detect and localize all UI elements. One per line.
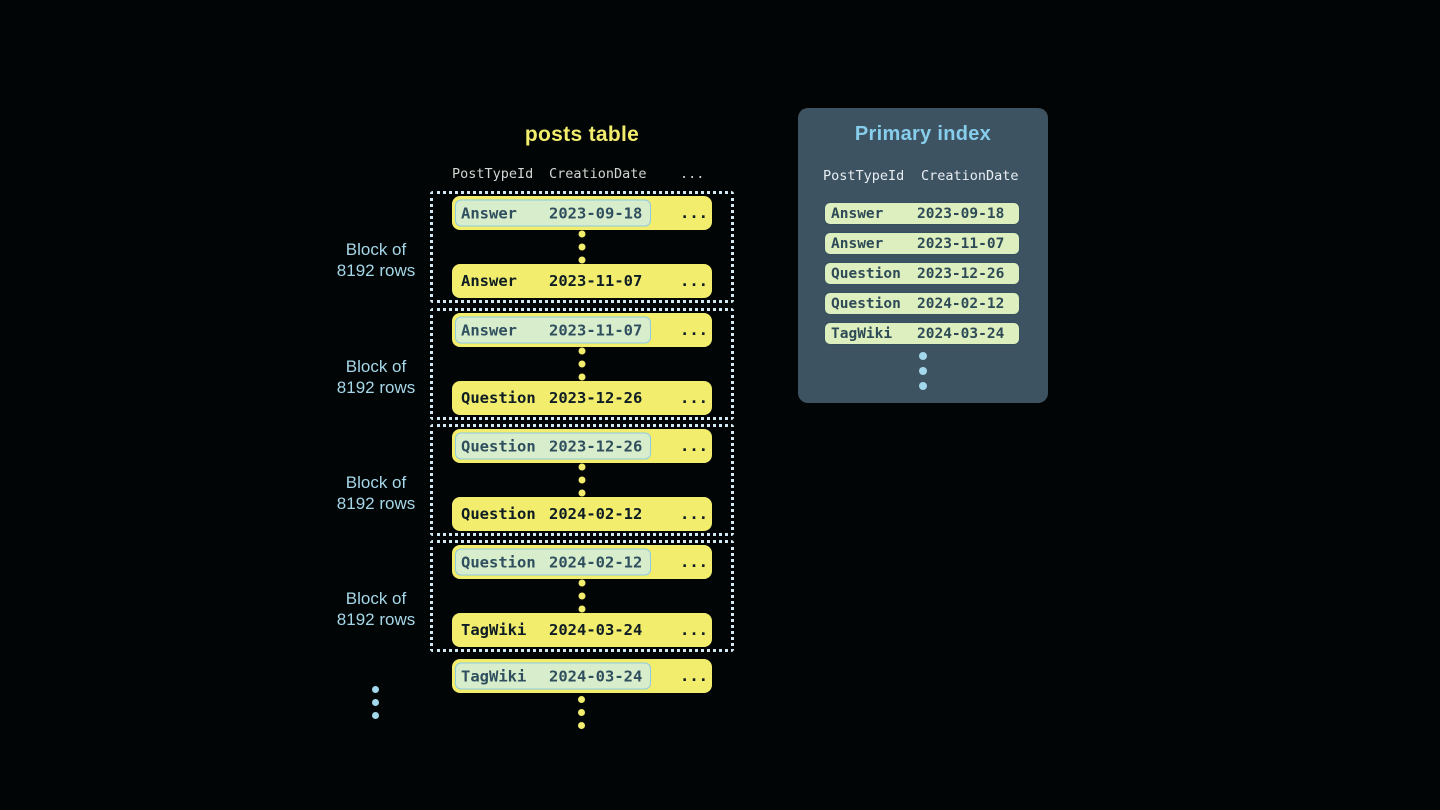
- primary-index-title: Primary index: [854, 123, 992, 145]
- index-entry: Question 2023-12-26: [824, 262, 1020, 285]
- table-row-indexed: Question 2023-12-26 ...: [452, 429, 712, 463]
- more-rows-ellipsis-icon: [578, 696, 585, 729]
- block-label-4: Block of 8192 rows: [336, 589, 416, 629]
- table-row-indexed: Question 2024-02-12 ...: [452, 545, 712, 579]
- table-row-indexed: Answer 2023-11-07 ...: [452, 313, 712, 347]
- row-block-1: Answer 2023-09-18 ... Answer 2023-11-07 …: [430, 191, 734, 303]
- index-entry: Answer 2023-11-07: [824, 232, 1020, 255]
- row-more-columns: ...: [680, 321, 708, 339]
- index-entry-highlight: Answer 2023-11-07: [455, 316, 651, 344]
- posts-table-column-header: PostTypeId CreationDate ...: [452, 166, 712, 184]
- primary-index-panel: Primary index PostTypeId CreationDate An…: [798, 108, 1048, 403]
- more-index-entries-ellipsis-icon: [919, 352, 927, 390]
- posts-header-posttypeid: PostTypeId: [452, 166, 534, 182]
- table-row-indexed: Answer 2023-09-18 ...: [452, 196, 712, 230]
- row-more-columns: ...: [680, 272, 708, 290]
- index-entry: TagWiki 2024-03-24: [824, 322, 1020, 345]
- row-block-3: Question 2023-12-26 ... Question 2024-02…: [430, 424, 734, 536]
- posts-header-more-columns: ...: [680, 166, 705, 182]
- index-entry-highlight: TagWiki 2024-03-24: [455, 662, 651, 690]
- index-header-creationdate: CreationDate: [921, 168, 1019, 184]
- index-entry-highlight: Question 2024-02-12: [455, 548, 651, 576]
- block-label-3: Block of 8192 rows: [336, 473, 416, 513]
- table-row: Question 2023-12-26 ...: [452, 381, 712, 415]
- index-header-posttypeid: PostTypeId: [823, 168, 905, 184]
- row-block-4: Question 2024-02-12 ... TagWiki 2024-03-…: [430, 540, 734, 652]
- index-entry: Answer 2023-09-18: [824, 202, 1020, 225]
- rows-ellipsis-icon: [578, 463, 586, 497]
- table-row: Answer 2023-11-07 ...: [452, 264, 712, 298]
- row-more-columns: ...: [680, 437, 708, 455]
- posts-header-creationdate: CreationDate: [549, 166, 647, 182]
- table-row: TagWiki 2024-03-24 ...: [452, 613, 712, 647]
- index-entry: Question 2024-02-12: [824, 292, 1020, 315]
- row-more-columns: ...: [680, 621, 708, 639]
- rows-ellipsis-icon: [578, 230, 586, 264]
- more-blocks-ellipsis-icon: [372, 686, 379, 719]
- posts-table-title: posts table: [524, 123, 640, 146]
- rows-ellipsis-icon: [578, 347, 586, 381]
- index-entry-highlight: Answer 2023-09-18: [455, 199, 651, 227]
- table-row-indexed-overflow: TagWiki 2024-03-24 ...: [452, 659, 712, 693]
- rows-ellipsis-icon: [578, 579, 586, 613]
- row-more-columns: ...: [680, 389, 708, 407]
- row-block-2: Answer 2023-11-07 ... Question 2023-12-2…: [430, 308, 734, 420]
- row-more-columns: ...: [680, 553, 708, 571]
- primary-index-entries: Answer 2023-09-18 Answer 2023-11-07 Ques…: [824, 202, 1020, 345]
- table-row: Question 2024-02-12 ...: [452, 497, 712, 531]
- row-more-columns: ...: [680, 204, 708, 222]
- row-more-columns: ...: [680, 667, 708, 685]
- block-label-2: Block of 8192 rows: [336, 357, 416, 397]
- index-entry-highlight: Question 2023-12-26: [455, 432, 651, 460]
- block-label-1: Block of 8192 rows: [336, 240, 416, 280]
- row-more-columns: ...: [680, 505, 708, 523]
